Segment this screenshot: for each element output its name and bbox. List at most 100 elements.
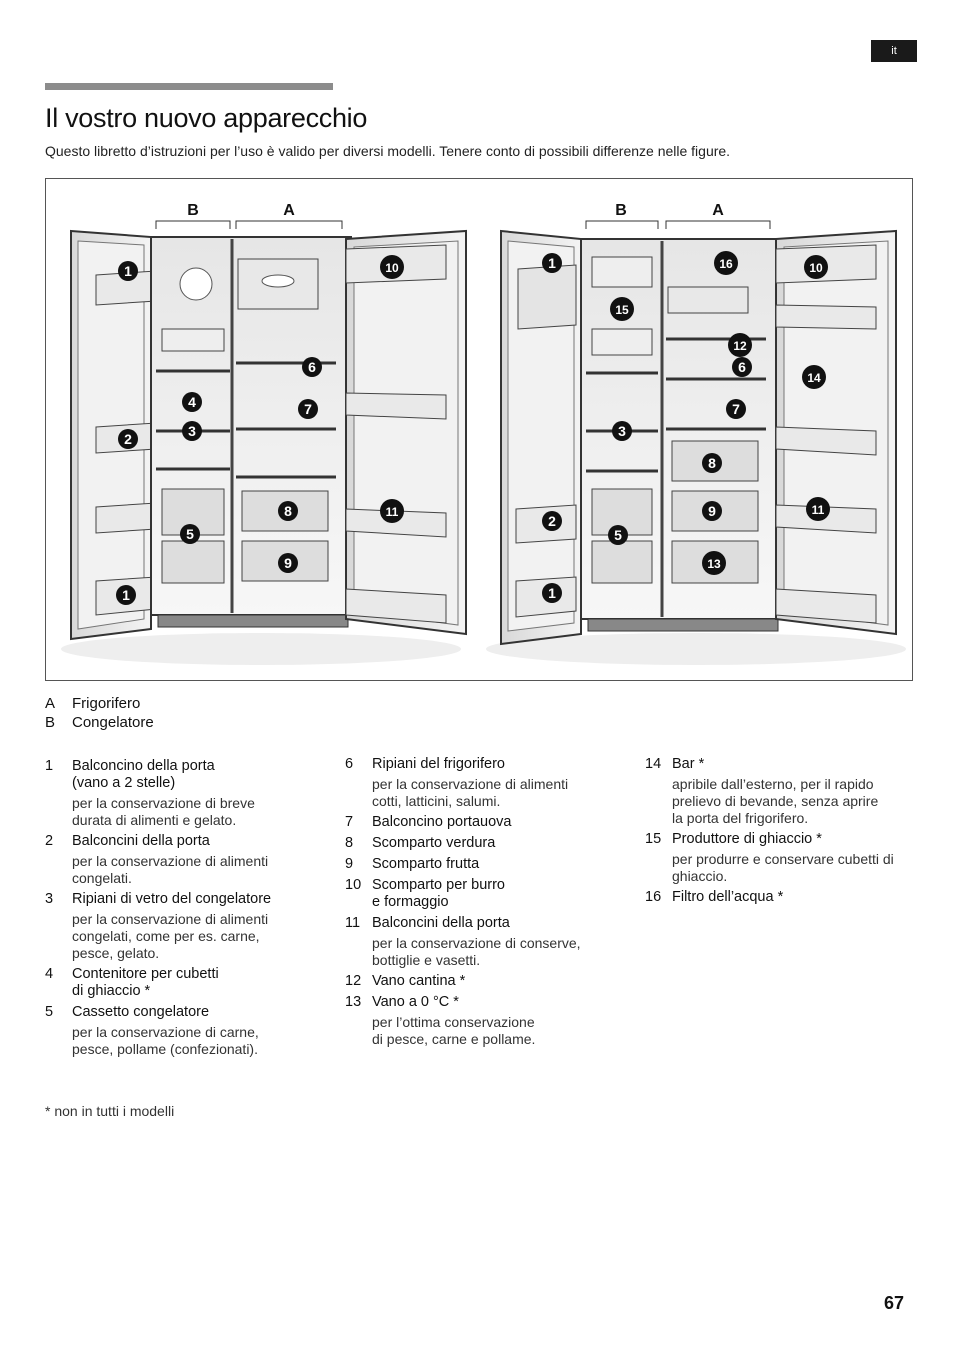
title-rule	[45, 83, 333, 90]
callout-number: 13	[707, 557, 721, 571]
callout-badge: 1	[542, 253, 562, 273]
callout-number: 10	[809, 261, 823, 275]
callout-number: 3	[188, 423, 196, 439]
item-title: Cassetto congelatore	[72, 1004, 210, 1020]
item-description: per la conservazione di alimenti congela…	[72, 911, 269, 961]
callout-number: 7	[732, 401, 740, 417]
callout-circle	[542, 583, 562, 603]
callout-number: 6	[308, 359, 316, 375]
item-title: Scomparto verdura	[372, 835, 496, 851]
language-tab: it	[871, 40, 917, 62]
callout-badge: 2	[542, 511, 562, 531]
page-number: 67	[884, 1293, 905, 1313]
item-title: Scomparto per burro e formaggio	[372, 877, 505, 910]
callout-badge: 7	[298, 399, 318, 419]
callout-badge: 13	[702, 551, 726, 575]
callout-badge: 2	[118, 429, 138, 449]
callout-badge: 15	[610, 297, 634, 321]
callout-circle	[726, 399, 746, 419]
callout-badge: 5	[180, 524, 200, 544]
callout-circle	[182, 392, 202, 412]
callout-badge: 8	[702, 453, 722, 473]
callout-circle	[380, 499, 404, 523]
item-title: Vano a 0 °C *	[372, 994, 459, 1010]
callout-number: 15	[615, 303, 629, 317]
legend-key: B	[45, 714, 56, 731]
callout-circle	[542, 253, 562, 273]
left-badges: 1 10 6 4 7 2 3 8 11 5 9 1	[116, 255, 404, 605]
item-title: Balconcino della porta (vano a 2 stelle)	[72, 758, 215, 791]
callout-badge: 10	[804, 255, 828, 279]
callout-badge: 1	[542, 583, 562, 603]
callout-number: 11	[386, 505, 399, 519]
callout-number: 2	[548, 513, 556, 529]
item-description: per la conservazione di alimenti congela…	[72, 853, 269, 886]
legend-item: 2 Balconcini della porta per la conservazi…	[45, 833, 330, 887]
item-number: 2	[45, 833, 54, 849]
item-title: Bar *	[672, 756, 705, 772]
callout-circle	[118, 261, 138, 281]
left-label-a: A	[283, 202, 295, 219]
callout-number: 1	[548, 255, 556, 271]
page-title: Il vostro nuovo apparecchio	[45, 103, 368, 133]
intro-text: Questo libretto d’istruzioni per l’uso è…	[45, 143, 731, 159]
callout-number: 8	[284, 503, 292, 519]
item-description: per la conservazione di carne, pesce, po…	[72, 1024, 259, 1057]
callout-number: 1	[124, 263, 132, 279]
callout-circle	[542, 511, 562, 531]
callout-badge: 9	[702, 501, 722, 521]
callout-number: 4	[188, 394, 196, 410]
callout-badge: 11	[806, 497, 830, 521]
item-description: apribile dall’esterno, per il rapido pre…	[672, 776, 879, 826]
callout-number: 9	[284, 555, 292, 571]
callout-badge: 1	[116, 585, 136, 605]
item-number: 6	[345, 756, 354, 772]
item-title: Produttore di ghiaccio *	[672, 831, 822, 847]
callout-circle	[278, 553, 298, 573]
item-number: 16	[645, 889, 662, 905]
callout-number: 14	[807, 371, 821, 385]
callout-circle	[118, 429, 138, 449]
item-number: 11	[345, 915, 361, 931]
callout-circle	[182, 421, 202, 441]
callout-circle	[728, 333, 752, 357]
callout-number: 2	[124, 431, 132, 447]
callout-badge: 6	[732, 357, 752, 377]
callout-number: 1	[122, 587, 130, 603]
callout-number: 3	[618, 423, 626, 439]
items-column-3: 14 Bar * apribile dall’esterno, per il rap…	[645, 756, 925, 910]
right-label-b: B	[615, 202, 627, 219]
item-number: 14	[645, 756, 662, 772]
item-number: 12	[345, 973, 362, 989]
callout-badge: 16	[714, 251, 738, 275]
callout-circle	[116, 585, 136, 605]
callout-circle	[806, 497, 830, 521]
callout-circle	[804, 255, 828, 279]
callout-circle	[278, 501, 298, 521]
callout-badge: 3	[182, 421, 202, 441]
callout-badge: 14	[802, 365, 826, 389]
callout-badge: 10	[380, 255, 404, 279]
callout-circle	[702, 501, 722, 521]
item-title: Balconcini della porta	[72, 833, 210, 849]
callout-badge: 8	[278, 501, 298, 521]
callout-number: 8	[708, 455, 716, 471]
footnote: * non in tutti i modelli	[45, 1103, 175, 1119]
item-number: 13	[345, 994, 362, 1010]
callout-number: 5	[614, 527, 622, 543]
callout-circle	[610, 297, 634, 321]
callout-circle	[180, 524, 200, 544]
